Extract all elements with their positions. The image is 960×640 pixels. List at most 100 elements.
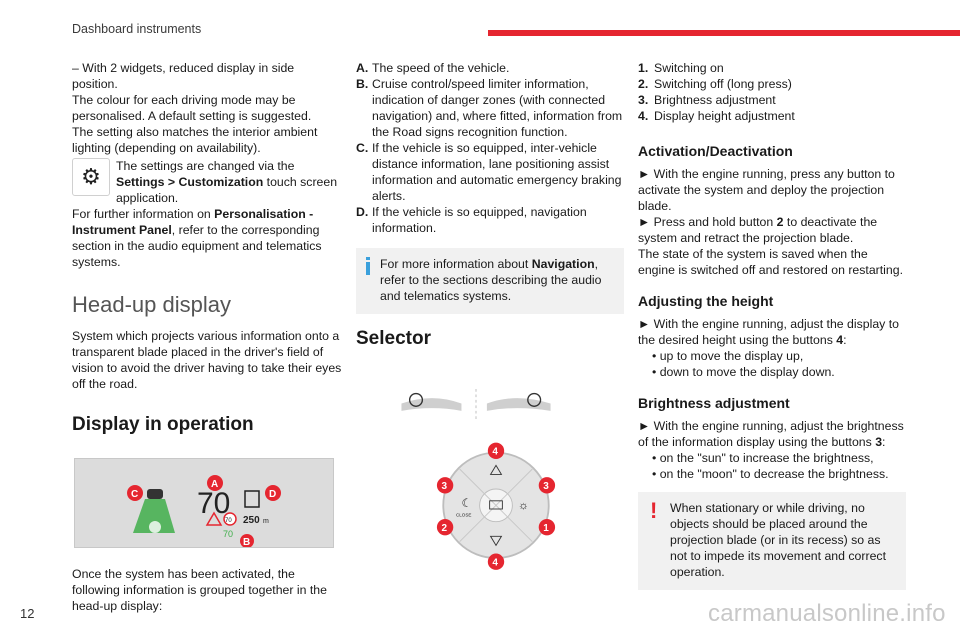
bright-bullet-sun: • on the "sun" to increase the brightnes… <box>652 451 874 465</box>
note-post: , refer to the sections describing the a… <box>380 257 602 303</box>
list-text: If the vehicle is so equipped, inter-veh… <box>372 141 622 203</box>
act2-post: to deactivate the system and retract the… <box>638 215 878 245</box>
moon-icon: ☾ <box>461 496 472 510</box>
list-key: D. <box>356 205 369 219</box>
note-bold: Navigation <box>531 257 595 271</box>
marker-4-bottom <box>487 553 505 570</box>
act2-pre: ► Press and hold button <box>638 215 777 229</box>
steering-wheel-left-icon <box>401 398 462 411</box>
paragraph-colour: The colour for each driving mode may be … <box>72 93 312 123</box>
watermark: carmanualsonline.info <box>708 600 946 627</box>
section-title-height: Adjusting the height <box>638 293 774 309</box>
down-triangle-icon <box>489 535 503 547</box>
marker-3-right-label: 3 <box>543 481 549 492</box>
page-header-title: Dashboard instruments <box>72 22 202 36</box>
hud-speed-small: 70 <box>223 529 233 539</box>
list-key: 4. <box>638 109 649 123</box>
info-post: , refer to the corresponding section in … <box>72 223 322 269</box>
info-bold: Personalisation - Instrument Panel <box>72 207 314 237</box>
hud-label-c-marker <box>127 485 143 501</box>
steering-wheel-right-circle <box>527 392 542 407</box>
list-key: B. <box>356 77 369 91</box>
marker-3-left-label: 3 <box>441 481 447 492</box>
list-text: If the vehicle is so equipped, navigatio… <box>372 205 587 235</box>
selector-close-label: CLOSE <box>456 512 471 517</box>
paragraph-brightness: ► With the engine running, adjust the br… <box>638 418 906 450</box>
height-post: : <box>843 333 847 347</box>
bright-pre: ► With the engine running, adjust the br… <box>638 419 904 449</box>
bright-bullet-moon: • on the "moon" to decrease the brightne… <box>652 467 889 481</box>
gear-icon: ⚙ <box>72 158 110 196</box>
marker-2-left-label: 2 <box>441 523 447 534</box>
list-key: 1. <box>638 61 649 75</box>
list-item: A.The speed of the vehicle. <box>356 60 624 76</box>
steering-wheel-right-icon <box>486 398 551 411</box>
hud-blade-icon <box>489 500 503 510</box>
page-number: 12 <box>20 606 35 621</box>
hud-label-b: B <box>243 537 250 548</box>
hud-label-d: D <box>269 489 276 500</box>
paragraph-activation: ► With the engine running, press any but… <box>638 167 895 213</box>
section-title-head-up-display: Head-up display <box>72 292 231 317</box>
section-title-activation: Activation/Deactivation <box>638 143 793 159</box>
list-key: 2. <box>638 77 649 91</box>
list-text: Switching off (long press) <box>654 77 792 91</box>
list-item: 3.Brightness adjustment <box>638 92 906 108</box>
list-key: 3. <box>638 93 649 107</box>
paragraph-state-saved: The state of the system is saved when th… <box>638 247 903 277</box>
hud-illustration: 70 250 m 70 70 C A D B <box>74 458 334 548</box>
info-pre: For further information on <box>72 207 215 221</box>
steering-wheel-left-circle <box>408 392 424 407</box>
hud-distance-unit: m <box>263 518 269 525</box>
list-item: 4.Display height adjustment <box>638 108 906 124</box>
marker-3-left <box>436 477 454 494</box>
info-icon <box>366 257 370 275</box>
list-item: B.Cruise control/speed limiter informati… <box>356 76 624 140</box>
up-triangle-icon <box>489 464 503 475</box>
settings-text-pre: The settings are changed via the <box>116 159 295 173</box>
hud-label-a-marker <box>207 475 223 491</box>
list-item: 1. Switching on <box>638 60 906 76</box>
hud-car-icon <box>147 489 163 499</box>
note-pre: For more information about <box>380 257 532 271</box>
list-key: C. <box>356 141 369 155</box>
warning-triangle-icon <box>205 511 223 526</box>
height-pre: ► With the engine running, adjust the di… <box>638 317 899 347</box>
height-bullet-up: • up to move the display up, <box>652 349 804 363</box>
list-text: Cruise control/speed limiter information… <box>372 77 623 139</box>
marker-1-right <box>538 519 556 536</box>
sun-icon: ☼ <box>518 498 529 512</box>
hud-lane-graphic <box>133 499 175 533</box>
hud-label-c: C <box>131 489 138 500</box>
hud-label-a: A <box>211 479 218 490</box>
column-right: 1. Switching on 2. Switching off (long pre… <box>638 60 906 590</box>
info-note-box: For more information about Navigation, r… <box>356 248 624 314</box>
column-left: – With 2 widgets, reduced display in sid… <box>72 60 342 614</box>
marker-3-right <box>538 477 556 494</box>
paragraph-widgets: – With 2 widgets, reduced display in sid… <box>72 61 295 91</box>
list-text: The speed of the vehicle. <box>372 61 510 75</box>
list-key: A. <box>356 61 369 75</box>
list-item: 2. Switching off (long press) <box>638 76 906 92</box>
section-title-brightness: Brightness adjustment <box>638 395 790 411</box>
warning-box: ! When stationary or while driving, no o… <box>638 492 906 590</box>
settings-text-bold: Settings > Customization <box>116 175 264 189</box>
column-middle: A.The speed of the vehicle. B.Cruise con… <box>356 60 624 588</box>
paragraph-deactivation: ► Press and hold button 2 to deactivate … <box>638 214 906 246</box>
warning-text: When stationary or while driving, no obj… <box>670 501 886 579</box>
list-item: D.If the vehicle is so equipped, navigat… <box>356 204 624 236</box>
list-text: Switching on <box>654 61 724 75</box>
marker-1-right-label: 1 <box>543 523 549 534</box>
paragraph-hud-description: System which projects various informatio… <box>72 329 342 391</box>
hud-car-marker <box>149 521 161 533</box>
act2-bold: 2 <box>776 215 784 229</box>
paragraph-height: ► With the engine running, adjust the di… <box>638 316 906 348</box>
paragraph-further-info: For further information on Personalisati… <box>72 206 342 270</box>
section-title-selector: Selector <box>356 328 431 349</box>
marker-2-left <box>436 519 454 536</box>
marker-4-top <box>487 442 505 459</box>
selector-divider <box>459 468 533 543</box>
paragraph-after-activation: Once the system has been activated, the … <box>72 567 327 613</box>
height-bullet-down: • down to move the display down. <box>652 365 835 379</box>
settings-text-post: touch screen application. <box>116 175 338 205</box>
